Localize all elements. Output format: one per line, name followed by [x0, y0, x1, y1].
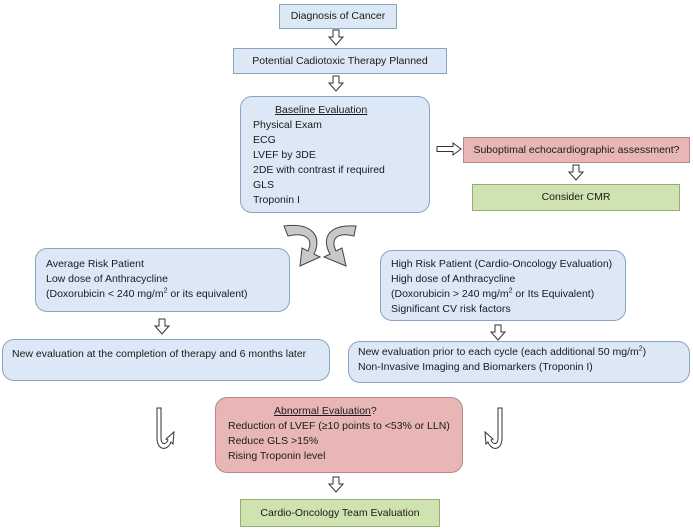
average-risk-box: Average Risk Patient Low dose of Anthrac… — [35, 248, 290, 312]
therapy-box: Potential Cadiotoxic Therapy Planned — [233, 48, 447, 74]
therapy-label: Potential Cadiotoxic Therapy Planned — [252, 54, 428, 67]
average-risk-title: Average Risk Patient — [46, 258, 144, 270]
baseline-box: Baseline Evaluation Physical Exam ECG LV… — [240, 96, 430, 213]
abnormal-item: Reduce GLS >15% — [228, 435, 319, 447]
hook-arrow-right — [484, 407, 503, 449]
high-risk-title: High Risk Patient (Cardio-Oncology Evalu… — [391, 258, 613, 270]
arrow-abnormal-to-team — [328, 476, 344, 493]
baseline-item: 2DE with contrast if required — [253, 164, 385, 176]
abnormal-item: Rising Troponin level — [228, 450, 326, 462]
cmr-box: Consider CMR — [472, 184, 680, 211]
baseline-item: LVEF by 3DE — [253, 149, 316, 161]
diagnosis-label: Diagnosis of Cancer — [290, 10, 386, 22]
team-label: Cardio-Oncology Team Evaluation — [260, 506, 420, 519]
arrow-diagnosis-to-therapy — [328, 29, 344, 46]
high-risk-factors: Significant CV risk factors — [391, 303, 511, 315]
baseline-item: ECG — [253, 134, 276, 146]
curved-arrow-left — [283, 224, 322, 267]
high-risk-dose: High dose of Anthracycline — [391, 273, 516, 285]
abnormal-title: Abnormal Evaluation? — [274, 405, 377, 417]
new-eval-low-label: New evaluation at the completion of ther… — [12, 348, 307, 360]
baseline-item: Troponin I — [253, 194, 300, 206]
arrow-baseline-to-suboptimal — [436, 142, 462, 156]
new-eval-high-line1: New evaluation prior to each cycle (each… — [358, 345, 647, 359]
arrow-average-to-neweval — [154, 318, 170, 335]
average-risk-dose: Low dose of Anthracycline — [46, 273, 168, 285]
baseline-title: Baseline Evaluation — [275, 104, 368, 116]
new-eval-high-box: New evaluation prior to each cycle (each… — [348, 341, 690, 383]
curved-arrow-right — [322, 225, 357, 267]
abnormal-item: Reduction of LVEF (≥10 points to <53% or… — [228, 420, 450, 432]
baseline-item: GLS — [253, 179, 275, 191]
average-risk-threshold: (Doxorubicin < 240 mg/m2 or its equivale… — [46, 287, 248, 301]
team-box: Cardio-Oncology Team Evaluation — [240, 499, 440, 527]
arrow-suboptimal-to-cmr — [568, 164, 584, 181]
new-eval-high-line2: Non-Invasive Imaging and Biomarkers (Tro… — [358, 361, 593, 373]
suboptimal-box: Suboptimal echocardiographic assessment? — [463, 137, 690, 163]
suboptimal-label: Suboptimal echocardiographic assessment? — [473, 143, 680, 156]
high-risk-box: High Risk Patient (Cardio-Oncology Evalu… — [380, 250, 626, 321]
abnormal-box: Abnormal Evaluation? Reduction of LVEF (… — [215, 397, 463, 473]
arrow-therapy-to-baseline — [328, 75, 344, 92]
new-eval-low-box: New evaluation at the completion of ther… — [2, 339, 330, 381]
high-risk-threshold: (Doxorubicin > 240 mg/m2 or Its Equivale… — [391, 287, 595, 301]
hook-arrow-left — [156, 407, 175, 449]
diagnosis-box: Diagnosis of Cancer — [279, 4, 397, 29]
cmr-label: Consider CMR — [541, 191, 611, 203]
baseline-item: Physical Exam — [253, 119, 322, 131]
arrow-high-to-neweval — [490, 324, 506, 341]
